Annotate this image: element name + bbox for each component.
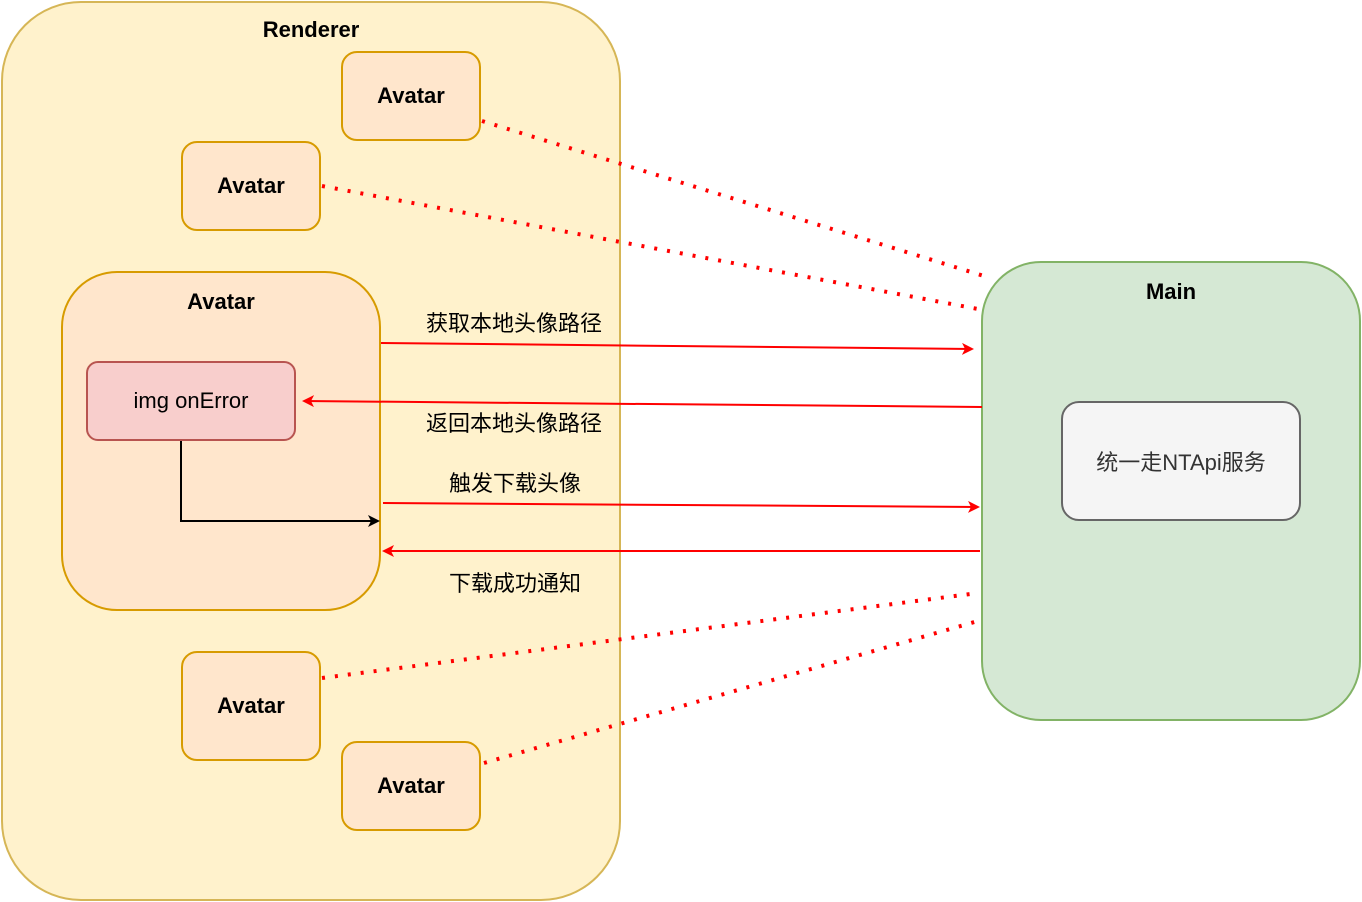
avatar-label: Avatar [217,693,285,718]
edge-label: 获取本地头像路径 [426,312,603,337]
main-title: Main [1145,279,1197,304]
img-onerror-node[interactable]: img onError [86,361,296,441]
edge-label: 下载成功通知 [449,572,582,597]
ntapi-service-label: 统一走NTApi服务 [1096,450,1266,475]
avatar-focus-title: Avatar [187,289,255,314]
edge-label: 触发下载头像 [449,472,582,497]
avatar-focus-container[interactable]: Avatar [61,271,381,611]
avatar-label: Avatar [217,173,285,198]
avatar-node[interactable]: Avatar [181,651,321,761]
img-onerror-label: img onError [133,388,249,413]
edge-label: 返回本地头像路径 [426,412,603,437]
ntapi-service-node[interactable]: 统一走NTApi服务 [1061,401,1301,521]
avatar-label: Avatar [377,83,445,108]
avatar-node[interactable]: Avatar [341,741,481,831]
avatar-node[interactable]: Avatar [181,141,321,231]
renderer-title: Renderer [262,17,360,42]
avatar-node[interactable]: Avatar [341,51,481,141]
avatar-label: Avatar [377,773,445,798]
